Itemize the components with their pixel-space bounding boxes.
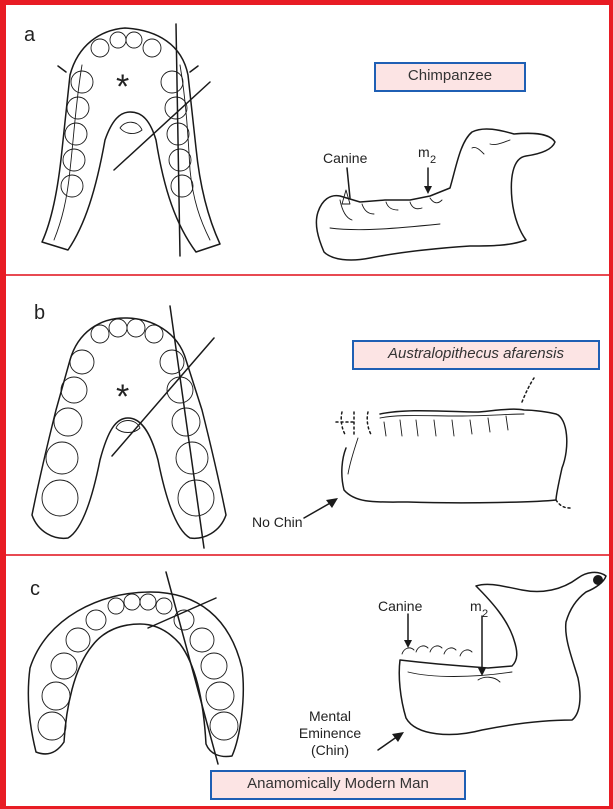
panel-b-species-tag: Australopithecus afarensis: [352, 340, 600, 370]
panel-a-species-tag: Chimpanzee: [374, 62, 526, 92]
canine-label-a: Canine: [323, 150, 367, 166]
chimpanzee-palate-drawing: [30, 20, 230, 260]
molar-subscript-a: 2: [430, 154, 436, 166]
molar-subscript-c: 2: [482, 608, 488, 620]
australopithecus-mandible-drawing: [238, 378, 583, 528]
mandible-outline: [342, 409, 567, 503]
palate-outline: [32, 318, 226, 538]
australopithecus-palate-drawing: [20, 300, 240, 550]
mental-eminence-label-line2: Eminence: [294, 725, 366, 741]
molar-label-a: m: [418, 144, 430, 160]
mental-eminence-label-line3: (Chin): [298, 742, 362, 758]
panel-divider-ab: [6, 274, 609, 276]
palate-outline: [42, 28, 220, 252]
modern-human-palate-drawing: [20, 568, 260, 768]
canine-label-c: Canine: [378, 598, 422, 614]
mandible-outline: [316, 129, 555, 260]
no-chin-label: No Chin: [252, 514, 303, 530]
mandible-outline: [399, 572, 606, 734]
panel-c-species-tag: Anamomically Modern Man: [210, 770, 466, 800]
panel-divider-bc: [6, 554, 609, 556]
chimpanzee-mandible-drawing: [300, 120, 565, 270]
palate-asterisk-b: *: [116, 380, 129, 414]
palate-asterisk-a: *: [116, 70, 129, 104]
molar-label-c: m: [470, 598, 482, 614]
mental-eminence-label-line1: Mental: [298, 708, 362, 724]
